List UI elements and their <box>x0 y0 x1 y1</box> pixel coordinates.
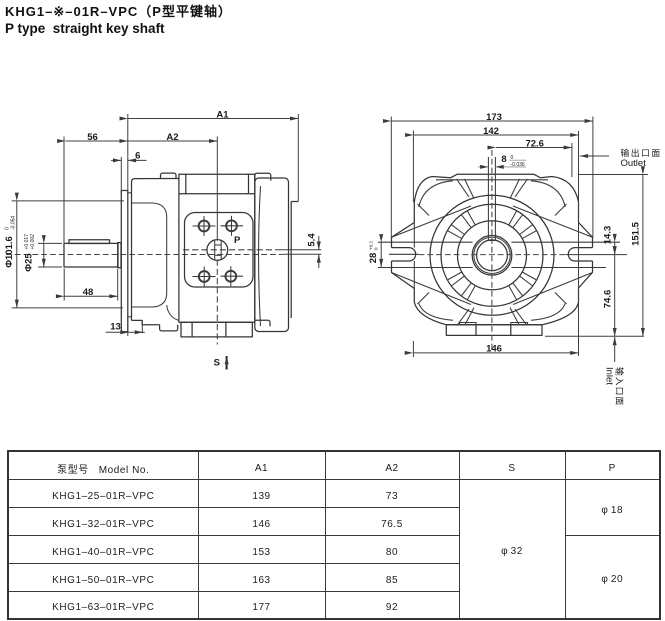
svg-text:-0.036: -0.036 <box>511 162 525 168</box>
svg-text:S: S <box>214 357 220 368</box>
svg-text:输入口面: 输入口面 <box>615 367 626 406</box>
svg-text:173: 173 <box>486 112 502 123</box>
svg-text:+0.002: +0.002 <box>30 234 36 250</box>
svg-text:Outlet: Outlet <box>621 158 647 169</box>
svg-text:+0.2: +0.2 <box>369 241 374 250</box>
svg-text:8: 8 <box>501 154 506 165</box>
svg-text:0: 0 <box>374 247 379 250</box>
svg-text:Inlet: Inlet <box>604 367 615 385</box>
svg-text:Φ101.6: Φ101.6 <box>4 236 15 268</box>
svg-text:5.4: 5.4 <box>307 233 318 247</box>
svg-text:A2: A2 <box>166 132 178 143</box>
svg-text:74.6: 74.6 <box>603 290 614 309</box>
svg-text:151.5: 151.5 <box>631 221 642 245</box>
svg-text:Φ25: Φ25 <box>24 253 35 272</box>
svg-text:0: 0 <box>4 227 10 230</box>
svg-text:0: 0 <box>511 155 514 161</box>
svg-text:P: P <box>234 235 241 246</box>
svg-text:-0.054: -0.054 <box>10 216 16 230</box>
svg-text:13: 13 <box>110 322 121 333</box>
svg-text:6: 6 <box>135 151 140 162</box>
svg-text:56: 56 <box>87 132 98 143</box>
svg-text:A1: A1 <box>216 109 229 120</box>
svg-text:142: 142 <box>483 126 499 137</box>
svg-text:输出口面: 输出口面 <box>621 147 662 158</box>
svg-text:+0.017: +0.017 <box>24 234 30 250</box>
svg-text:72.6: 72.6 <box>525 138 544 149</box>
svg-text:28: 28 <box>368 253 379 264</box>
svg-text:146: 146 <box>486 344 502 355</box>
svg-text:14.3: 14.3 <box>603 226 614 245</box>
svg-text:48: 48 <box>83 287 94 298</box>
